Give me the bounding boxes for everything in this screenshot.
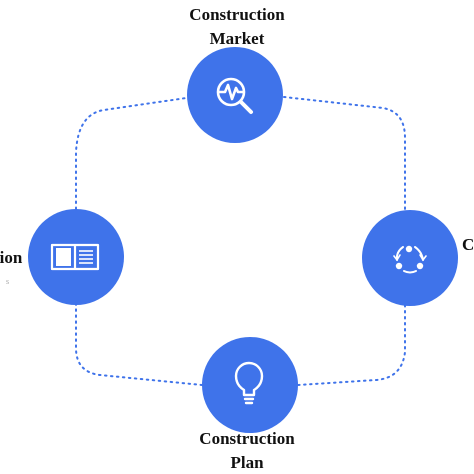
node-label-market-line2: Market: [209, 29, 265, 48]
node-label-plan: Construction Plan: [157, 427, 337, 474]
node-label-left: tion: [0, 246, 22, 270]
node-right-circle: [362, 210, 458, 306]
cycle-arrows-icon: [393, 245, 427, 274]
connector-right-bottom: [297, 304, 406, 386]
node-label-right-text: C: [462, 235, 474, 254]
lightbulb-icon: [234, 361, 264, 405]
node-top: [187, 47, 283, 143]
node-label-left-subtext: s: [6, 277, 10, 286]
node-bottom: [202, 337, 298, 433]
node-label-plan-line1: Construction: [199, 429, 295, 448]
open-book-icon: [50, 243, 100, 271]
connector-left-top: [75, 97, 187, 210]
node-label-market: Construction Market: [147, 3, 327, 51]
connector-bottom-left: [75, 302, 203, 386]
node-top-circle: [187, 47, 283, 143]
node-label-right: C: [462, 233, 474, 257]
node-label-market-line1: Construction: [189, 5, 285, 24]
node-left: [28, 209, 124, 305]
magnifier-pulse-icon: [216, 77, 253, 114]
node-label-left-text: tion: [0, 248, 23, 267]
node-bottom-circle: [202, 337, 298, 433]
node-right: [362, 210, 458, 306]
connector-top-right: [283, 96, 406, 212]
connectors: [75, 96, 406, 386]
node-label-plan-line2: Plan: [230, 453, 264, 472]
